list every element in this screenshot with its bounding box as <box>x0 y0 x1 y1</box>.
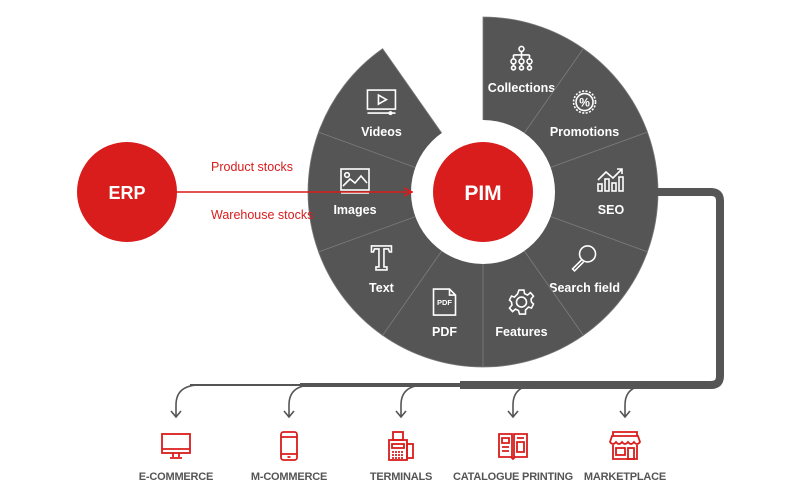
segment-search-field[interactable]: Search field <box>523 215 648 336</box>
segment-label: Search field <box>549 281 620 295</box>
segment-label: PDF <box>432 325 457 339</box>
svg-text:PDF: PDF <box>437 298 452 307</box>
destination-terminals[interactable]: TERMINALS <box>370 384 432 483</box>
destination-label: E-COMMERCE <box>139 471 213 483</box>
destinations: E-COMMERCE M-COMMERCE TERMINALS CATALOGUE P… <box>139 384 666 483</box>
erp-label: ERP <box>108 183 145 203</box>
branch-arrow <box>283 384 314 419</box>
video-player-icon <box>366 89 397 116</box>
percent-badge-icon: % <box>572 90 597 114</box>
destination-catalogue-printing[interactable]: CATALOGUE PRINTING <box>453 384 573 483</box>
branch-arrow <box>395 384 426 419</box>
smartphone-icon <box>280 431 298 461</box>
warehouse-stocks-label: Warehouse stocks <box>211 208 313 222</box>
destination-label: TERMINALS <box>370 471 432 483</box>
output-connector <box>190 188 724 389</box>
segment-label: Collections <box>488 81 555 95</box>
pim-label: PIM <box>464 182 501 205</box>
text-t-icon <box>370 245 393 271</box>
open-catalogue-icon <box>498 433 528 461</box>
growth-chart-icon <box>597 168 624 192</box>
segment-promotions[interactable]: % Promotions <box>523 48 648 169</box>
destination-label: CATALOGUE PRINTING <box>453 471 573 483</box>
branch-arrow <box>170 384 201 419</box>
svg-text:%: % <box>579 96 590 110</box>
branch-arrow <box>507 384 538 419</box>
segment-label: Videos <box>361 125 402 139</box>
segment-features[interactable]: Features <box>482 249 584 368</box>
pdf-file-icon: PDF <box>432 288 457 316</box>
desktop-monitor-icon <box>161 433 191 459</box>
destination-label: M-COMMERCE <box>251 471 327 483</box>
erp-node[interactable] <box>77 142 177 242</box>
storefront-icon <box>608 431 642 460</box>
hierarchy-icon <box>510 45 533 71</box>
destination-marketplace[interactable]: MARKETPLACE <box>584 384 666 483</box>
pim-hub[interactable] <box>433 142 533 242</box>
segment-videos[interactable]: Videos <box>318 48 443 169</box>
segment-label: SEO <box>598 203 625 217</box>
product-stocks-label: Product stocks <box>211 160 293 174</box>
destination-m-commerce[interactable]: M-COMMERCE <box>251 384 327 483</box>
destination-e-commerce[interactable]: E-COMMERCE <box>139 384 213 483</box>
segment-label: Images <box>333 203 376 217</box>
gear-icon <box>508 289 535 315</box>
destination-label: MARKETPLACE <box>584 471 666 483</box>
image-icon <box>340 168 370 194</box>
payment-terminal-icon <box>388 431 414 461</box>
segment-label: Features <box>495 325 547 339</box>
segment-label: Text <box>369 281 395 295</box>
segment-label: Promotions <box>550 125 619 139</box>
magnifier-icon <box>571 245 597 273</box>
branch-arrow <box>619 384 650 419</box>
